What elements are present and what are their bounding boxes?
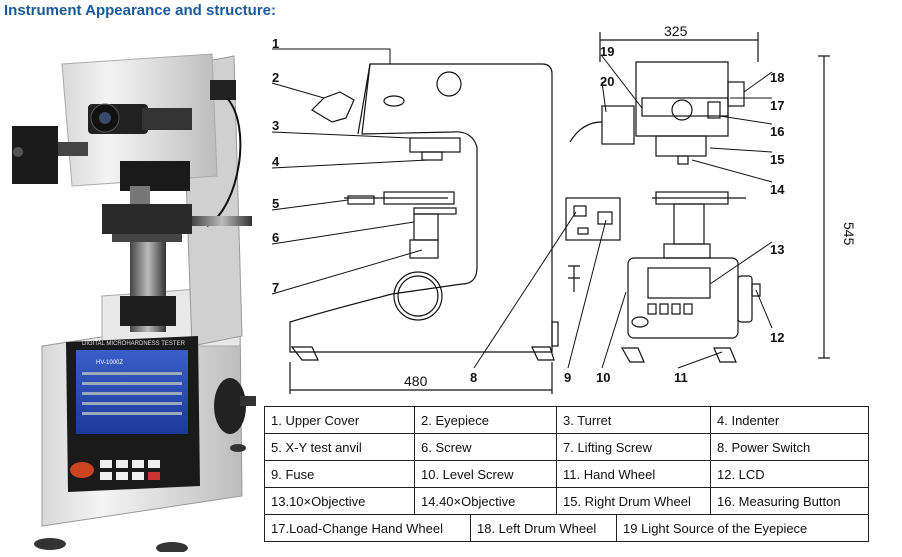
callout-8: 8 [470,370,477,385]
dimension-height: 545 [841,222,857,246]
table-cell: 9. Fuse [264,460,415,488]
table-cell: 6. Screw [414,433,557,461]
callout-9: 9 [564,370,571,385]
dimension-side-width: 480 [404,373,428,389]
callout-17: 17 [770,98,784,113]
table-cell: 14.40×Objective [414,487,557,515]
table-cell: 15. Right Drum Wheel [556,487,711,515]
callout-15: 15 [770,152,784,167]
dimension-front-width: 325 [664,23,688,39]
table-cell: 13.10×Objective [264,487,415,515]
callout-2: 2 [272,70,279,85]
panel-brand-label: DIGITAL MICROHARDNESS TESTER [82,341,186,347]
table-cell: 17.Load-Change Hand Wheel [264,514,471,542]
table-cell: 1. Upper Cover [264,406,415,434]
callout-19: 19 [600,44,614,59]
table-row: 13.10×Objective 14.40×Objective 15. Righ… [264,487,869,515]
callout-6: 6 [272,230,279,245]
table-cell: 16. Measuring Button [710,487,869,515]
parts-legend-table: 1. Upper Cover 2. Eyepiece 3. Turret 4. … [264,406,869,542]
callout-14: 14 [770,182,785,197]
table-cell: 11. Hand Wheel [556,460,711,488]
callout-5: 5 [272,196,279,211]
table-cell: 8. Power Switch [710,433,869,461]
table-cell: 7. Lifting Screw [556,433,711,461]
table-cell: 5. X-Y test anvil [264,433,415,461]
table-cell: 3. Turret [556,406,711,434]
callout-16: 16 [770,124,784,139]
table-row: 17.Load-Change Hand Wheel 18. Left Drum … [264,514,869,542]
table-row: 9. Fuse 10. Level Screw 11. Hand Wheel 1… [264,460,869,488]
instrument-photo: DIGITAL MICROHARDNESS TESTER HV-1000Z [12,53,256,552]
technical-drawing: 1 2 3 4 5 6 7 8 9 10 11 12 13 14 15 16 1… [271,23,857,394]
table-cell: 4. Indenter [710,406,869,434]
callout-3: 3 [272,118,279,133]
callout-4: 4 [272,154,280,169]
callout-13: 13 [770,242,784,257]
lcd-model-label: HV-1000Z [96,360,123,366]
callout-12: 12 [770,330,784,345]
table-cell: 2. Eyepiece [414,406,557,434]
callout-18: 18 [770,70,784,85]
table-row: 1. Upper Cover 2. Eyepiece 3. Turret 4. … [264,406,869,434]
table-cell: 19 Light Source of the Eyepiece [616,514,869,542]
callout-10: 10 [596,370,610,385]
callout-20: 20 [600,74,614,89]
callout-1: 1 [272,36,279,51]
callout-7: 7 [272,280,279,295]
table-cell: 18. Left Drum Wheel [470,514,617,542]
table-cell: 10. Level Screw [414,460,557,488]
page-title: Instrument Appearance and structure: [4,2,276,19]
table-row: 5. X-Y test anvil 6. Screw 7. Lifting Sc… [264,433,869,461]
table-cell: 12. LCD [710,460,869,488]
callout-11: 11 [674,370,688,385]
